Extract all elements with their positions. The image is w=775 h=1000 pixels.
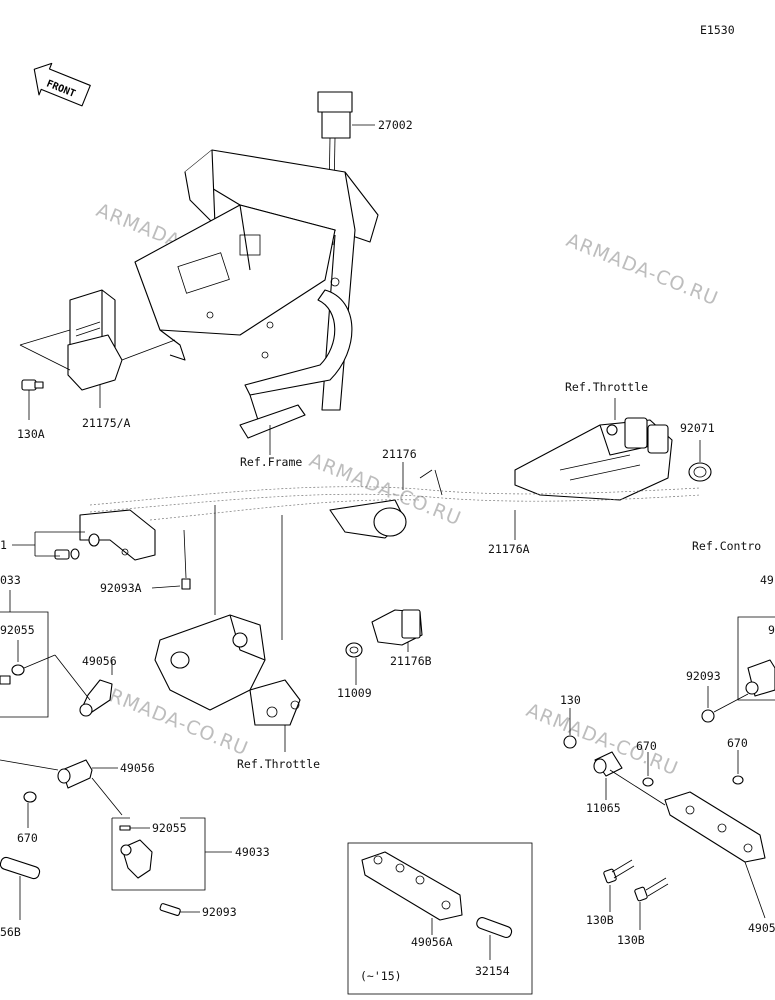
throttle-body-bottom: Ref.Throttle bbox=[154, 614, 320, 771]
ecu-21175A: 21175/A bbox=[19, 289, 176, 430]
diagram-code: E1530 bbox=[700, 23, 735, 37]
part-label-49033: 49033 bbox=[235, 845, 270, 859]
watermark: ARMADA-CO.RU bbox=[563, 229, 721, 310]
part-label-670-mid: 670 bbox=[636, 739, 657, 753]
part-label-92093-b: 92093 bbox=[202, 905, 237, 919]
part-label-21176A: 21176A bbox=[488, 542, 530, 556]
ref-control-label: Ref.Contro bbox=[692, 539, 761, 553]
part-label-11065: 11065 bbox=[586, 801, 621, 815]
part-label-130B-a: 130B bbox=[586, 913, 614, 927]
ref-frame-label: Ref.Frame bbox=[240, 455, 302, 469]
bolts-130B: 130B 130B 4905 bbox=[586, 859, 775, 947]
harness-21176: 21176 21176A Ref.Contro bbox=[89, 447, 761, 640]
part-label-21175A: 21175/A bbox=[82, 416, 131, 430]
part-label-32154: 32154 bbox=[475, 964, 510, 978]
left-label-92055: 92055 bbox=[0, 623, 35, 637]
right-label-4905: 4905 bbox=[748, 921, 775, 935]
part-label-21176B: 21176B bbox=[390, 654, 432, 668]
bolt-130A: 130A bbox=[17, 379, 45, 441]
front-arrow-icon: FRONT bbox=[33, 62, 91, 107]
left-label-1: 1 bbox=[0, 538, 7, 552]
left-label-033: 033 bbox=[0, 573, 21, 587]
part-label-27002: 27002 bbox=[378, 118, 413, 132]
injector-kit-49033: 92055 49033 92093 bbox=[111, 817, 270, 919]
ref-throttle-bottom-label: Ref.Throttle bbox=[237, 757, 320, 771]
part-label-130B-b: 130B bbox=[617, 933, 645, 947]
oring-670-left: 670 56B bbox=[0, 791, 41, 939]
part-label-49056A: 49056A bbox=[411, 935, 453, 949]
part-label-92055-b: 92055 bbox=[152, 821, 187, 835]
right-fuel-rail-group: 130 11065 670 670 bbox=[560, 693, 766, 863]
part-label-670-left: 670 bbox=[17, 831, 38, 845]
frame-bracket: Ref.Frame bbox=[134, 149, 379, 469]
part-label-11009: 11009 bbox=[337, 686, 372, 700]
part-label-92093A: 92093A bbox=[100, 581, 142, 595]
part-label-670-right: 670 bbox=[727, 736, 748, 750]
right-label-9: 9 bbox=[768, 623, 775, 637]
throttle-body-top: Ref.Throttle 92071 bbox=[514, 380, 715, 501]
left-injector-group: 033 92055 bbox=[0, 573, 56, 718]
part-label-49056-b: 49056 bbox=[120, 761, 155, 775]
connector-27002: 27002 bbox=[317, 91, 413, 251]
injector-49056: 49056 49056 bbox=[0, 654, 155, 816]
left-bracket: 1 92093A bbox=[0, 509, 191, 595]
part-label-130A: 130A bbox=[17, 427, 45, 441]
right-injector-group: 49 9 92093 bbox=[686, 573, 775, 723]
left-label-56B: 56B bbox=[0, 925, 21, 939]
inset-box: 49056A 32154 (~'15) bbox=[347, 842, 533, 995]
part-label-130: 130 bbox=[560, 693, 581, 707]
inset-note: (~'15) bbox=[360, 969, 402, 983]
part-label-21176: 21176 bbox=[382, 447, 417, 461]
ref-throttle-top-label: Ref.Throttle bbox=[565, 380, 648, 394]
sensor-21176B: 21176B 11009 bbox=[337, 609, 432, 700]
part-label-92071: 92071 bbox=[680, 421, 715, 435]
right-label-49: 49 bbox=[760, 573, 774, 587]
part-label-49056-a: 49056 bbox=[82, 654, 117, 668]
part-label-92093-right: 92093 bbox=[686, 669, 721, 683]
